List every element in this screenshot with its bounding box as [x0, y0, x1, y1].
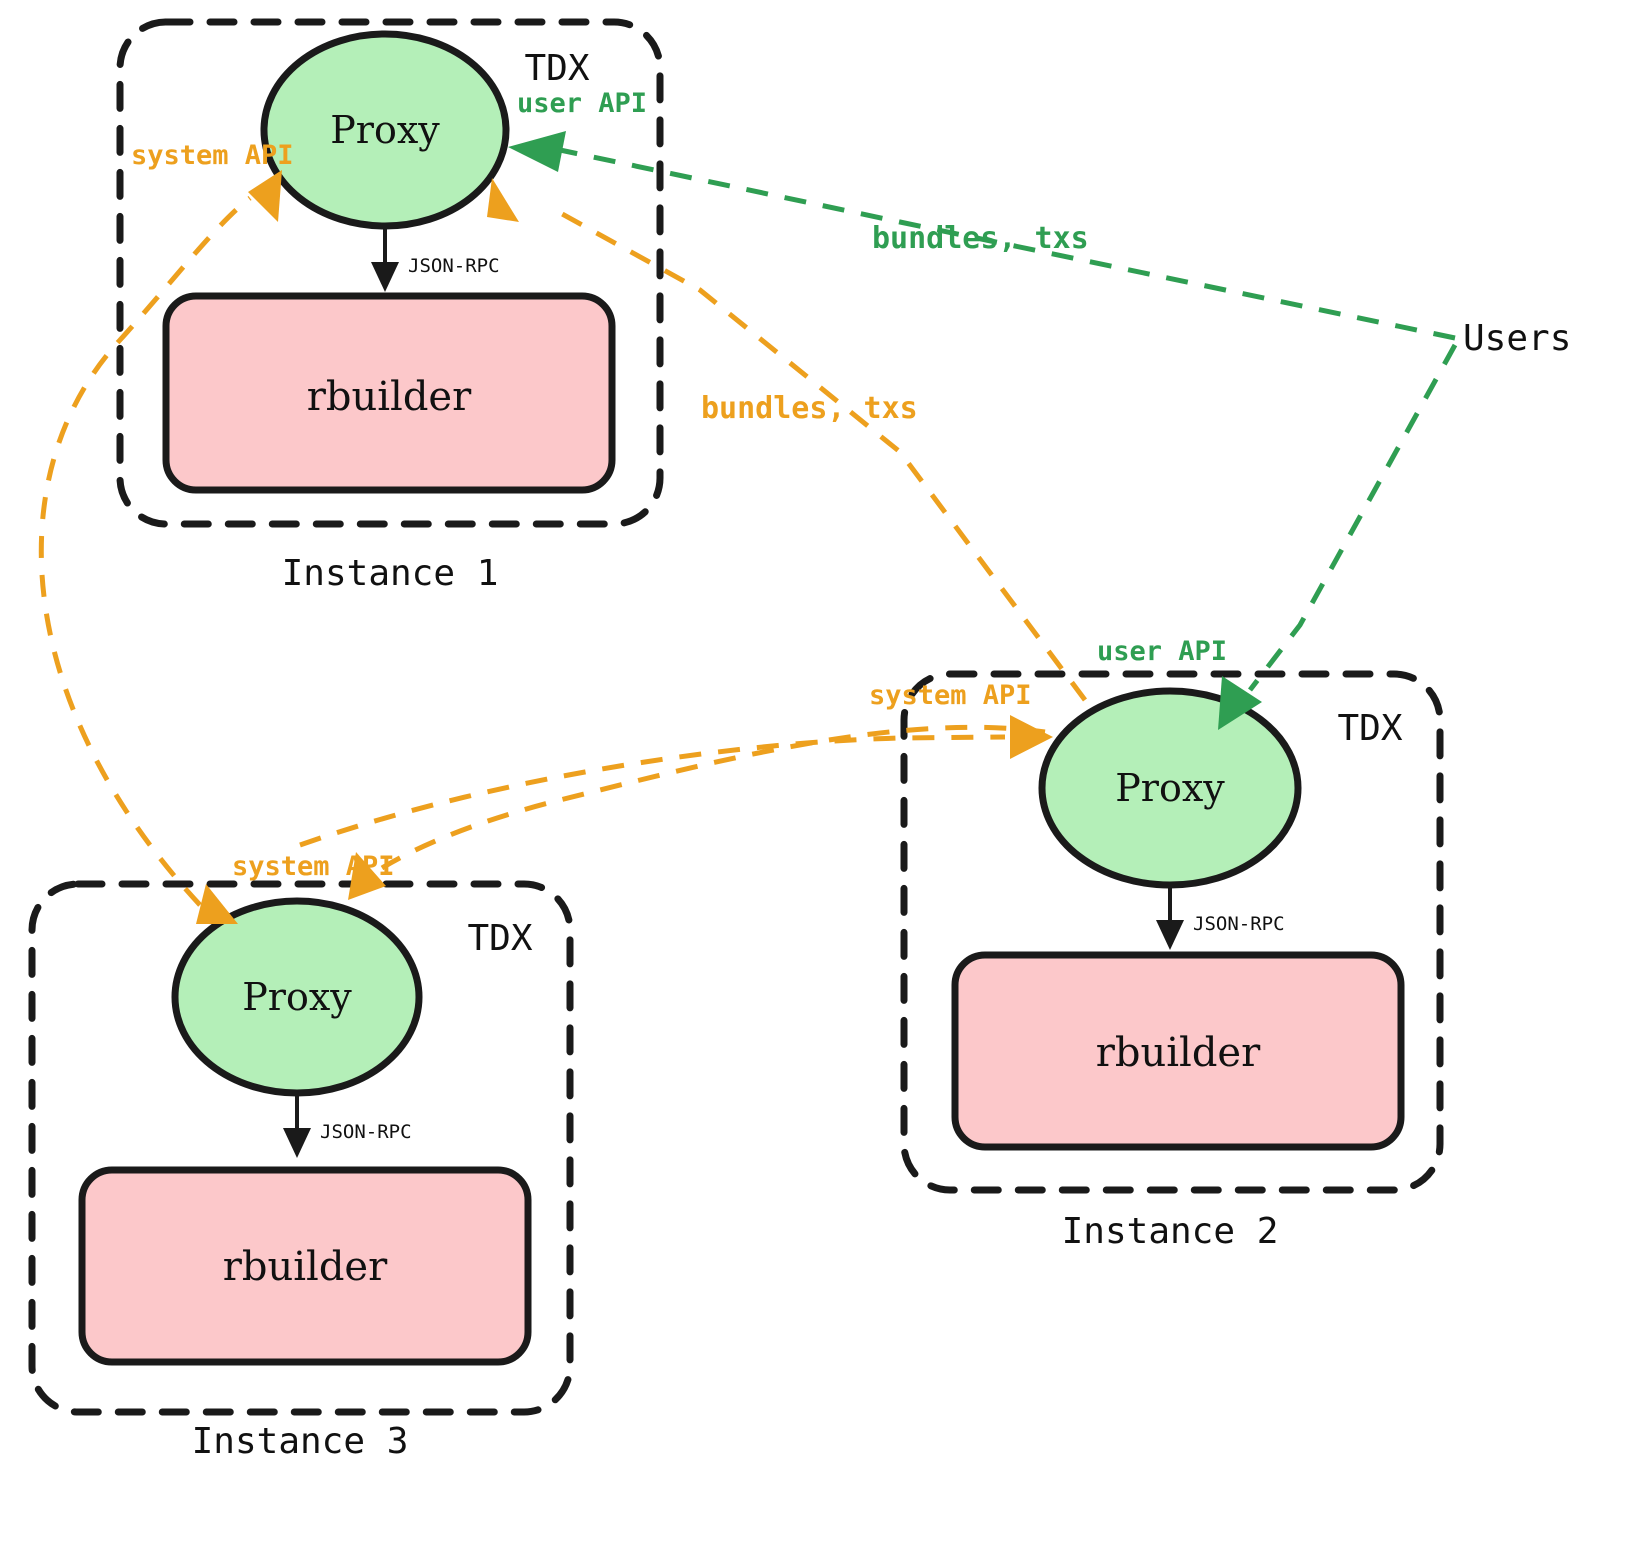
edge-proxy3-to-proxy2: [299, 734, 1006, 848]
edge-proxy3-to-proxy2-arrowhead: [1010, 715, 1053, 759]
instance-3-tdx-label: TDX: [467, 918, 532, 959]
edge-proxy2-to-proxy3-arrowhead: [348, 852, 386, 900]
instance-3-rbuilder-label: rbuilder: [223, 1244, 388, 1290]
instance-2-rbuilder-label: rbuilder: [1096, 1030, 1261, 1076]
instance-3-group: TDX JSON-RPC rbuilder Proxy Instance 3: [28, 880, 574, 1462]
instance-1-proxy-label: Proxy: [330, 108, 440, 152]
edge-users-to-proxy2-arrowhead: [1218, 676, 1262, 730]
instance-3-jsonrpc-arrowhead: [283, 1128, 311, 1158]
instance-1-tdx-label: TDX: [524, 48, 589, 89]
instance-2-caption: Instance 2: [1062, 1211, 1279, 1252]
label-system-api-1: system API: [131, 140, 294, 171]
label-system-api-2: system API: [869, 680, 1032, 711]
instance-3-rbuilder-box: [78, 1166, 532, 1366]
instance-3-proxy-label: Proxy: [242, 975, 352, 1019]
instance-1-proxy-node: [260, 30, 510, 230]
user-api-edges: user API user API bundles, txs Users: [508, 88, 1571, 730]
instance-3-caption: Instance 3: [192, 1421, 409, 1462]
instance-1-jsonrpc-arrowhead: [371, 262, 399, 292]
edge-to-proxy3-left-arrowhead: [196, 884, 238, 924]
label-system-api-3: system API: [232, 851, 395, 882]
edge-users-to-proxy2: [1248, 343, 1458, 692]
instance-1-jsonrpc-label: JSON-RPC: [408, 255, 500, 277]
users-actor-label: Users: [1463, 318, 1571, 359]
system-api-edges: system API system API system API bundles…: [38, 140, 1088, 924]
label-bundles-txs-orange: bundles, txs: [701, 391, 918, 426]
instance-1-group: TDX JSON-RPC rbuilder Proxy Instance 1: [116, 18, 664, 594]
edge-users-to-proxy1-arrowhead: [508, 131, 566, 172]
instance-3-proxy-node: [171, 897, 423, 1097]
instance-1-rbuilder-label: rbuilder: [307, 374, 472, 420]
instance-2-tdx-label: TDX: [1337, 708, 1402, 749]
instance-1-caption: Instance 1: [282, 553, 499, 594]
instance-3-tdx-boundary: [28, 880, 574, 1416]
edge-proxy2-to-proxy3: [380, 724, 1046, 871]
edge-proxy3-to-proxy1-arrowhead: [248, 170, 282, 222]
instance-2-rbuilder-box: [951, 951, 1405, 1151]
edge-proxy3-to-proxy1: [38, 196, 252, 907]
instance-2-tdx-boundary: [900, 670, 1444, 1194]
instance-2-jsonrpc-arrowhead: [1156, 920, 1184, 950]
instance-1-tdx-boundary: [116, 18, 664, 528]
edge-proxy2-to-proxy1-arrowhead: [487, 178, 519, 222]
label-user-api-1: user API: [517, 88, 647, 119]
label-user-api-2: user API: [1097, 636, 1227, 667]
instance-2-group: TDX JSON-RPC rbuilder Proxy Instance 2: [900, 670, 1444, 1252]
instance-3-jsonrpc-label: JSON-RPC: [320, 1121, 412, 1143]
instance-2-jsonrpc-label: JSON-RPC: [1193, 913, 1285, 935]
instance-2-proxy-node: [1038, 687, 1302, 889]
instance-2-proxy-label: Proxy: [1115, 766, 1225, 810]
edge-proxy2-to-proxy1: [553, 207, 1088, 702]
instance-1-rbuilder-box: [162, 292, 616, 494]
label-bundles-txs-green: bundles, txs: [872, 221, 1089, 256]
edge-users-to-proxy1: [559, 147, 1456, 341]
